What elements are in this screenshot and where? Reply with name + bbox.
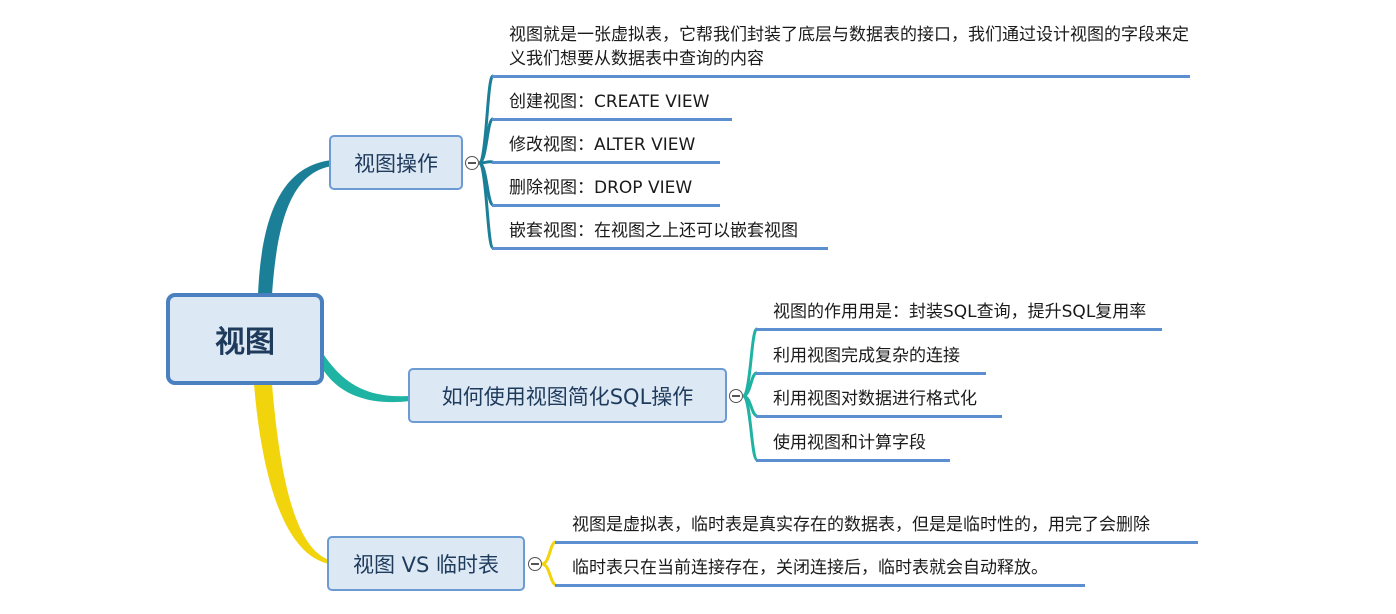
leaf-underline (492, 204, 720, 207)
leaf-underline (492, 161, 720, 164)
leaf-underline (492, 118, 732, 121)
leaf-underline (555, 541, 1198, 544)
branch-simplify-sql[interactable]: 如何使用视图简化SQL操作 (408, 368, 727, 423)
collapse-toggle-icon[interactable] (528, 557, 542, 571)
root-connector-3 (254, 384, 330, 564)
leaf-underline (756, 415, 1002, 418)
leaf-underline (756, 372, 986, 375)
collapse-toggle-icon[interactable] (465, 156, 479, 170)
branch-view-vs-temp-table[interactable]: 视图 VS 临时表 (327, 536, 525, 591)
leaf-underline (756, 328, 1162, 331)
leaf-drop-view[interactable]: 删除视图：DROP VIEW (509, 178, 693, 198)
leaf-alter-view[interactable]: 修改视图：ALTER VIEW (509, 135, 696, 155)
leaf-connector-3-0 (541, 540, 557, 566)
leaf-temp-lifetime[interactable]: 临时表只在当前连接存在，关闭连接后，临时表就会自动释放。 (572, 558, 1048, 578)
leaf-underline (756, 459, 950, 462)
branch-view-operations[interactable]: 视图操作 (329, 135, 463, 190)
leaf-nested-view[interactable]: 嵌套视图：在视图之上还可以嵌套视图 (509, 221, 798, 241)
leaf-create-view[interactable]: 创建视图：CREATE VIEW (509, 92, 710, 112)
root-connector-2 (322, 352, 410, 403)
leaf-computed-fields[interactable]: 使用视图和计算字段 (773, 433, 926, 453)
leaf-connector-3-1 (541, 562, 557, 587)
leaf-view-purpose[interactable]: 视图的作用用是：封装SQL查询，提升SQL复用率 (773, 302, 1147, 322)
leaf-view-vs-temp[interactable]: 视图是虚拟表，临时表是真实存在的数据表，但是是临时性的，用完了会删除 (572, 515, 1150, 535)
collapse-toggle-icon[interactable] (729, 389, 743, 403)
leaf-complex-join[interactable]: 利用视图完成复杂的连接 (773, 346, 960, 366)
leaf-view-definition[interactable]: 视图就是一张虚拟表，它帮我们封装了底层与数据表的接口，我们通过设计视图的字段来定… (509, 25, 1189, 69)
leaf-underline (492, 247, 828, 250)
leaf-format-data[interactable]: 利用视图对数据进行格式化 (773, 389, 977, 409)
leaf-underline (555, 584, 1085, 587)
root-connector-1 (258, 160, 332, 295)
leaf-connector-2-3 (741, 394, 759, 462)
leaf-underline (492, 75, 1190, 78)
root-topic[interactable]: 视图 (166, 293, 324, 385)
leaf-connector-1-4 (477, 161, 495, 250)
